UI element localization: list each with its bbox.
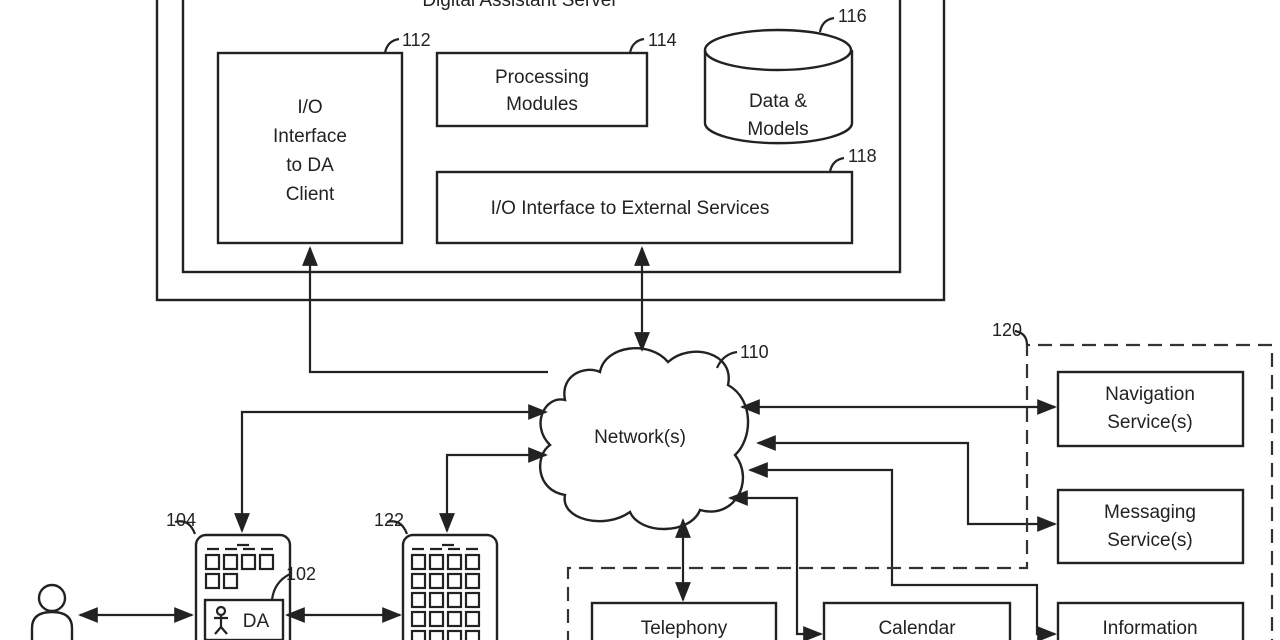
- server-title: Digital Assistant Server: [422, 0, 618, 11]
- svg-text:Models: Models: [747, 119, 808, 140]
- svg-text:Messaging: Messaging: [1104, 502, 1196, 523]
- svg-text:Information: Information: [1102, 618, 1197, 639]
- server-outer-box: [155, 0, 946, 302]
- messaging-service: Messaging Service(s): [1056, 488, 1245, 565]
- svg-text:DA: DA: [243, 611, 270, 632]
- io-client-module: 112 I/O Interface to DA Client: [216, 30, 431, 245]
- svg-text:110: 110: [740, 342, 769, 362]
- ref-leader-120: [1014, 329, 1029, 346]
- io-external-services-module: 118 I/O Interface to External Services: [435, 146, 877, 245]
- svg-text:Service(s): Service(s): [1107, 530, 1193, 551]
- svg-text:112: 112: [402, 30, 431, 50]
- svg-text:Interface: Interface: [273, 126, 347, 147]
- processing-modules: 114 Processing Modules: [435, 30, 677, 128]
- svg-text:122: 122: [374, 510, 404, 530]
- connector-network-device-104: [234, 404, 548, 533]
- svg-text:to DA: to DA: [286, 155, 334, 176]
- svg-text:114: 114: [648, 30, 677, 50]
- svg-text:Network(s): Network(s): [594, 427, 686, 448]
- svg-text:Client: Client: [286, 184, 335, 205]
- svg-text:118: 118: [848, 146, 877, 166]
- device-104: 104 102 DA: [166, 510, 316, 640]
- svg-text:Data &: Data &: [749, 91, 807, 112]
- network-cloud: 110 Network(s): [538, 342, 769, 531]
- data-models-database: 116 Data & Models: [703, 6, 867, 145]
- user-figure: [30, 583, 74, 640]
- person-icon: [214, 605, 228, 635]
- da-client: 102 DA: [203, 564, 316, 640]
- connector-network-information: [748, 462, 1057, 640]
- svg-text:Navigation: Navigation: [1105, 384, 1195, 405]
- svg-text:Processing: Processing: [495, 67, 589, 88]
- external-services-group: [566, 343, 1274, 640]
- connector-network-messaging: [756, 435, 1057, 532]
- svg-text:Telephony: Telephony: [641, 618, 728, 639]
- telephony-service: Telephony: [590, 601, 778, 640]
- svg-text:Modules: Modules: [506, 94, 578, 115]
- svg-text:Calendar: Calendar: [878, 618, 956, 639]
- calendar-service: Calendar: [822, 601, 1012, 640]
- device-122: 122: [374, 510, 499, 640]
- connector-network-device-122: [439, 447, 548, 533]
- information-service: Information: [1056, 601, 1245, 640]
- connector-io-client-network: [302, 246, 548, 374]
- svg-text:Service(s): Service(s): [1107, 412, 1193, 433]
- svg-text:I/O: I/O: [297, 97, 322, 118]
- connector-network-calendar: [728, 490, 823, 640]
- svg-text:I/O Interface to External Serv: I/O Interface to External Services: [491, 198, 770, 219]
- server-inner-box: [181, 0, 902, 274]
- navigation-service: Navigation Service(s): [1056, 370, 1245, 448]
- svg-text:116: 116: [838, 6, 867, 26]
- ref-120: 120: [992, 320, 1022, 340]
- svg-text:104: 104: [166, 510, 196, 530]
- svg-text:102: 102: [286, 564, 316, 584]
